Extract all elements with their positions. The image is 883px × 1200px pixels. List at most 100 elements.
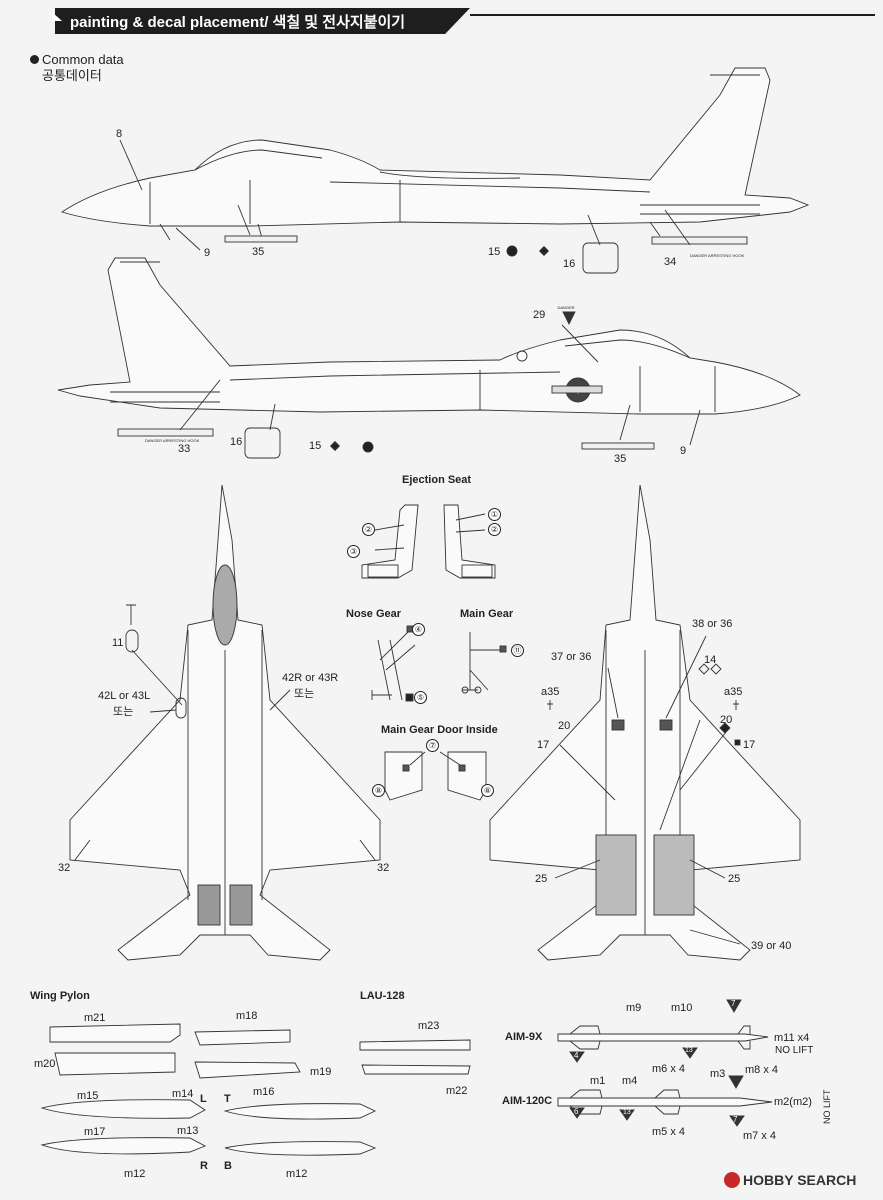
watermark: HOBBY SEARCH [724,1172,856,1188]
callout-m11-x4: m11 x4 [774,1032,810,1044]
marker-4: ④ [412,623,425,636]
flag-icon [52,12,62,21]
nose-gear-drawing [371,625,416,702]
callout-m4: m4 [622,1075,638,1087]
page-title: painting & decal placement/ 색칠 및 전사지붙이기 [70,14,406,31]
callout-m9: m9 [626,1002,642,1014]
callout-m20: m20 [34,1058,56,1070]
callout-m10: m10 [671,1002,693,1014]
callout-m18: m18 [236,1010,258,1022]
callout-9: 9 [204,247,211,259]
bottom-view-aircraft [489,484,801,961]
callout-or-ko-left: 또는 [113,706,134,718]
callout-m14: m14 [172,1088,194,1100]
side-view-left-aircraft [60,67,810,274]
marker-5: ⑤ [414,691,427,704]
marker-1: ① [488,508,501,521]
callout-16: 16 [563,258,576,270]
callout-8: 8 [116,128,123,140]
side-letter-b: B [224,1160,232,1172]
header-bar [55,8,470,34]
callout-17-right: 17 [743,739,756,751]
main-gear-drawing [461,632,507,694]
aim120c-marker-7: 7 [733,1115,738,1124]
side-letter-t: T [224,1093,231,1105]
side-view-right-aircraft [57,257,801,459]
aim9x-marker-7: 7 [731,999,736,1008]
callout-42r-43r: 42R or 43R [282,672,339,684]
callout-m13: m13 [177,1125,199,1137]
danger-label: DANGER [557,305,575,310]
wing-pylon-title: Wing Pylon [30,990,90,1002]
callout-m22: m22 [446,1085,468,1097]
callout-35: 35 [252,246,265,258]
callout-34: 34 [664,256,677,268]
callout-a35-right: a35 [724,686,743,698]
callout-25-right: 25 [728,873,741,885]
callout-m1: m1 [590,1075,606,1087]
callout-20-left: 20 [558,720,571,732]
callout-m19: m19 [310,1066,332,1078]
callout-38-or-36: 38 or 36 [692,618,733,630]
aim120c-title: AIM-120C [502,1095,553,1107]
common-data-en: Common data [42,52,124,67]
hook-label-left: DANGER ARRESTING HOOK [690,253,745,258]
callout-m5-x4: m5 x 4 [652,1126,686,1138]
callout-15: 15 [488,246,501,258]
aim9x-marker-4: 4 [574,1051,579,1060]
main-gear-door-drawing [384,751,487,801]
top-view-aircraft [69,484,381,961]
callout-32-left: 32 [58,862,71,874]
callout-m3: m3 [710,1068,726,1080]
callout-33: 33 [178,443,191,455]
bullet-icon [30,55,39,64]
aim9x-no-lift: NO LIFT [775,1045,814,1056]
ejection-seat-title: Ejection Seat [402,474,472,486]
watermark-text: HOBBY SEARCH [743,1172,857,1188]
callout-m15: m15 [77,1090,99,1102]
callout-or-ko-right: 또는 [294,688,315,700]
callout-a35-left: a35 [541,686,560,698]
callout-20-right: 20 [720,714,733,726]
nose-gear-title: Nose Gear [346,608,402,620]
marker-8a: ⑧ [372,784,385,797]
wing-pylon-drawing [40,1023,377,1156]
callout-15b: 15 [309,440,322,452]
callout-35b: 35 [614,453,627,465]
callout-m12-left: m12 [124,1168,146,1180]
callout-42l-43l: 42L or 43L [98,690,151,702]
callout-11: 11 [112,637,124,649]
marker-11: ⑪ [511,644,524,657]
callout-37-or-36: 37 or 36 [551,651,592,663]
main-gear-title: Main Gear [460,608,514,620]
callout-m16: m16 [253,1086,275,1098]
callout-m17: m17 [84,1126,106,1138]
marker-3: ③ [347,545,360,558]
ejection-seat-drawing [361,504,496,579]
aim120c-marker-13: 13 [623,1109,631,1116]
hook-label-right: DANGER ARRESTING HOOK [145,438,200,443]
callout-m7-x4: m7 x 4 [743,1130,777,1142]
callout-25-left: 25 [535,873,548,885]
aim9x-marker-13: 13 [685,1047,693,1054]
aim120c-no-lift: NO LIFT [822,1089,832,1124]
lau128-drawing [359,1039,471,1075]
aim120c-marker-6: 6 [574,1107,579,1116]
marker-7: ⑦ [426,739,439,752]
aim120c-drawing [557,1075,773,1127]
callout-17-left: 17 [537,739,550,751]
callout-m12-right: m12 [286,1168,308,1180]
callout-m8-x4: m8 x 4 [745,1064,779,1076]
hobby-search-logo-icon [724,1172,740,1188]
lau128-title: LAU-128 [360,990,405,1002]
side-letter-r: R [200,1160,208,1172]
callout-m21: m21 [84,1012,106,1024]
marker-8b: ⑧ [481,784,494,797]
common-data-ko: 공통데이터 [42,68,102,83]
callout-m2: m2(m2) [774,1096,812,1108]
side-letter-l: L [200,1093,207,1105]
callout-16b: 16 [230,436,243,448]
callout-m6-x4: m6 x 4 [652,1063,686,1075]
callout-14: 14 [704,654,717,666]
